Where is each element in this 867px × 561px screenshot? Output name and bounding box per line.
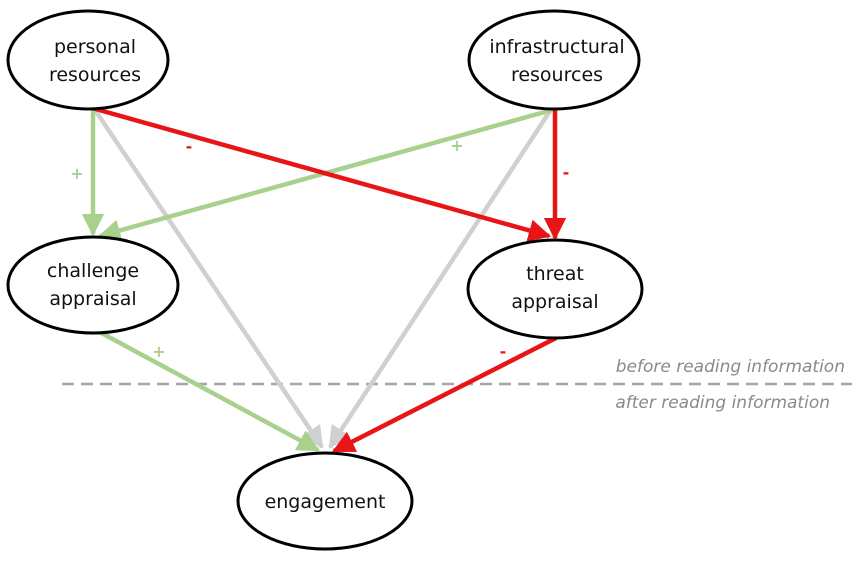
sign-personal-to-challenge: + — [70, 164, 83, 183]
sign-challenge-to-engagement: + — [152, 342, 165, 361]
node-engagement: engagement — [236, 451, 414, 551]
challenge-appraisal-line1: challenge — [47, 260, 139, 282]
edge-personal-to-engagement — [93, 108, 324, 449]
node-personal-resources: personal resources — [6, 9, 170, 111]
sign-infrastructural-to-threat: - — [563, 163, 570, 182]
node-infrastructural-resources: infrastructural resources — [467, 9, 641, 111]
engagement-label: engagement — [265, 491, 386, 513]
challenge-appraisal-line2: appraisal — [49, 288, 136, 310]
infrastructural-resources-line1: infrastructural — [489, 36, 624, 58]
threat-appraisal-line2: appraisal — [511, 291, 598, 313]
node-threat-appraisal: threat appraisal — [466, 238, 644, 340]
edge-challenge-to-engagement — [94, 328, 320, 452]
sign-personal-to-threat: - — [186, 137, 193, 156]
sign-infrastructural-to-challenge: + — [450, 136, 463, 155]
before-reading-label: before reading information — [616, 357, 845, 377]
after-reading-label: after reading information — [615, 393, 830, 413]
personal-resources-line1: personal — [54, 36, 136, 58]
edge-infrastructural-to-engagement — [328, 106, 554, 449]
node-challenge-appraisal: challenge appraisal — [6, 235, 180, 335]
edge-threat-to-engagement — [331, 335, 558, 454]
infrastructural-resources-line2: resources — [511, 64, 603, 86]
personal-resources-line2: resources — [49, 64, 141, 86]
edge-personal-to-threat — [91, 105, 552, 242]
sign-threat-to-engagement: - — [500, 342, 507, 361]
threat-appraisal-line1: threat — [526, 263, 584, 285]
